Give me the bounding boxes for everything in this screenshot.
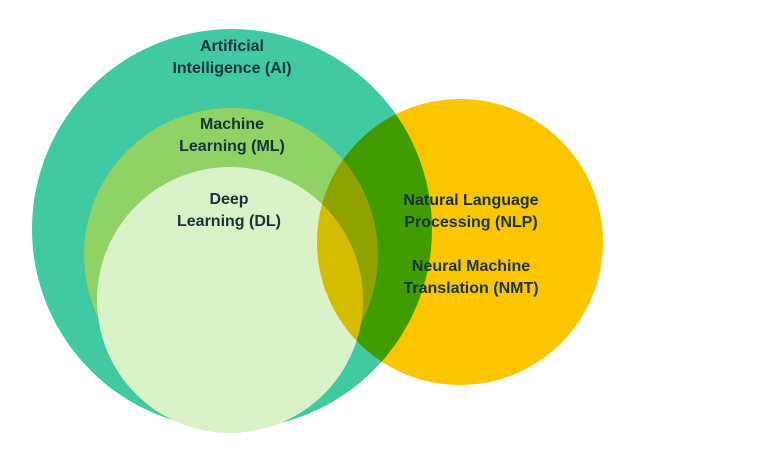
nlp-label: Natural Language Processing (NLP) — [403, 192, 539, 231]
nlp-circle — [317, 99, 603, 385]
dl-label: Deep Learning (DL) — [177, 191, 281, 230]
ml-label: Machine Learning (ML) — [179, 116, 285, 155]
dl-circle — [97, 167, 363, 433]
nmt-label: Neural Machine Translation (NMT) — [403, 258, 539, 297]
ai-label: Artificial Intelligence (AI) — [172, 38, 292, 77]
